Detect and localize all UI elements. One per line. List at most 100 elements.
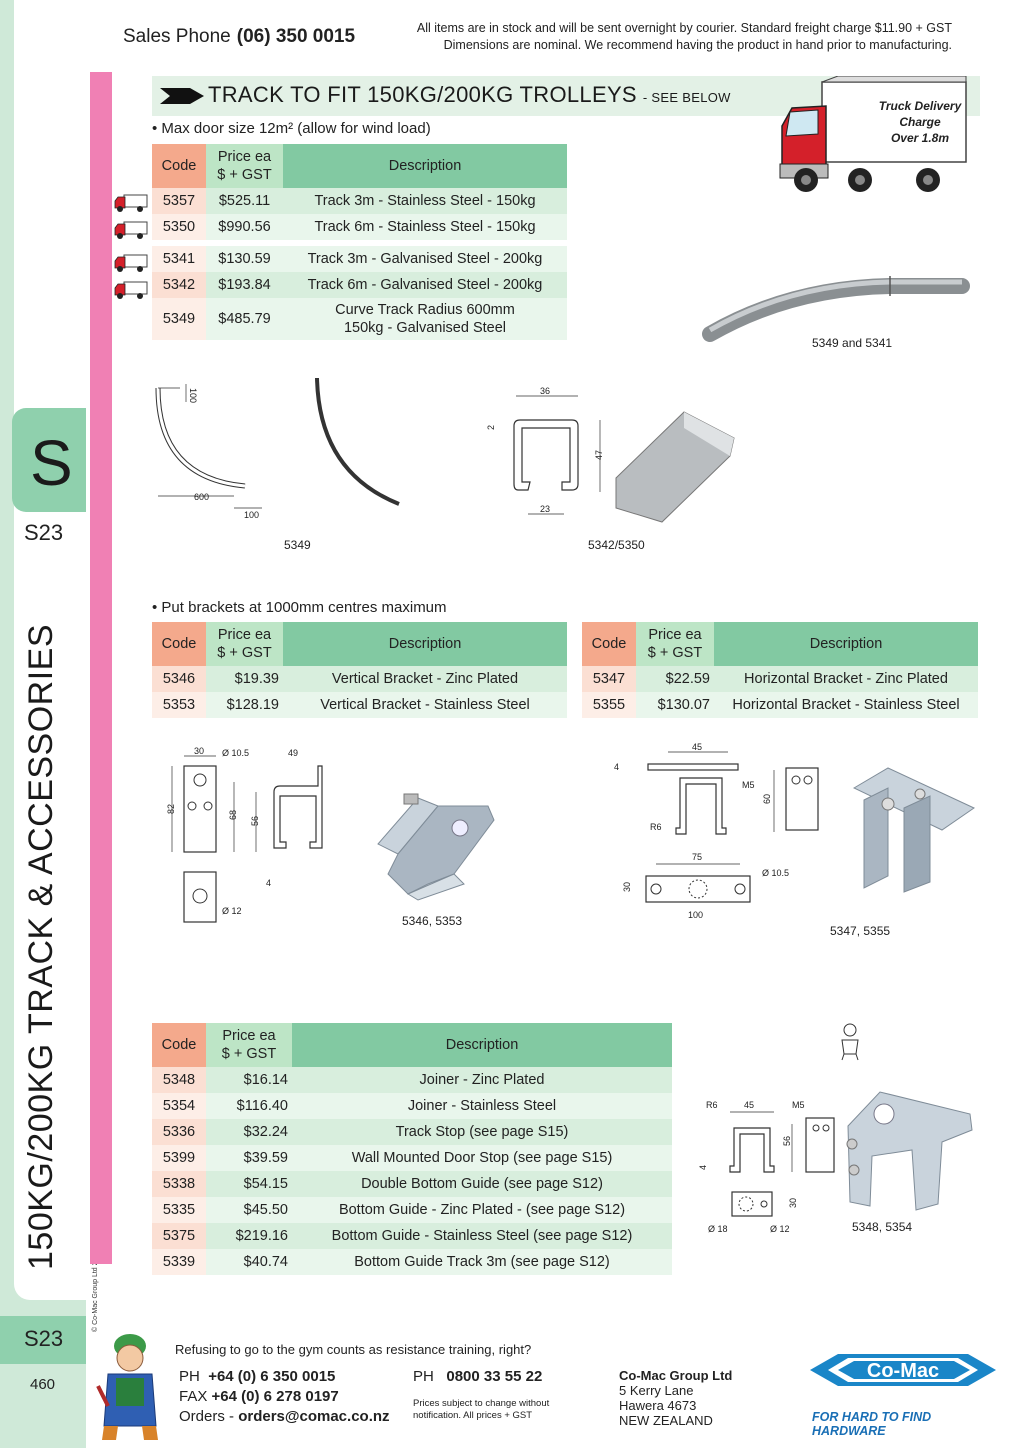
dim-joiner-thickness: 4 — [698, 1165, 708, 1170]
row-code: 5347 — [582, 666, 636, 692]
footer-phone-number[interactable]: +64 (0) 6 350 0015 — [208, 1368, 336, 1385]
row-price: $128.19 — [206, 692, 283, 718]
footer-address-line2: Hawera 4673 — [619, 1398, 697, 1413]
col-code: Code — [152, 1023, 206, 1067]
caption-joiner: 5348, 5354 — [852, 1220, 913, 1234]
row-description: Track 3m - Stainless Steel - 150kg — [283, 188, 567, 214]
footer-orders-email[interactable]: orders@comac.co.nz — [238, 1408, 390, 1425]
row-code: 5348 — [152, 1067, 206, 1093]
row-price: $45.50 — [206, 1197, 292, 1223]
row-description: Horizontal Bracket - Zinc Plated — [714, 666, 978, 692]
row-description-line2: 150kg - Galvanised Steel — [343, 320, 506, 336]
row-description: Bottom Guide Track 3m (see page S12) — [292, 1249, 672, 1275]
comac-logo[interactable]: Co-Mac FOR HARD TO FIND HARDWARE — [808, 1340, 998, 1438]
caption-profile: 5342/5350 — [588, 538, 645, 552]
col-price-line2: $ + GST — [221, 1046, 277, 1062]
comac-logo-icon — [810, 1354, 996, 1386]
footer-phone-label: PH — [179, 1368, 200, 1385]
dim-vb-width: 30 — [194, 746, 204, 756]
row-description: Bottom Guide - Stainless Steel (see page… — [292, 1223, 672, 1249]
row-code: 5399 — [152, 1145, 206, 1171]
truck-delivery-label: Truck Delivery Charge Over 1.8m — [872, 98, 968, 146]
truck-icon — [114, 221, 148, 239]
mascot-icon — [96, 1334, 158, 1440]
bottom-page-tab-label: S23 — [24, 1326, 64, 1351]
horizontal-bracket-photo — [852, 767, 976, 893]
footer-disclaimer: Prices subject to change without notific… — [413, 1398, 549, 1422]
row-price: $54.15 — [206, 1171, 292, 1197]
footer-address-line3: NEW ZEALAND — [619, 1413, 713, 1428]
row-code: 5349 — [152, 298, 206, 340]
side-rail-inner — [14, 0, 86, 1300]
dim-vb-h3: 56 — [250, 816, 260, 826]
footer-freephone-number[interactable]: 0800 33 55 22 — [446, 1368, 543, 1385]
row-code: 5341 — [152, 246, 206, 272]
comac-tagline: FOR HARD TO FIND HARDWARE — [812, 1410, 932, 1438]
footer-freephone: PH 0800 33 55 22 — [413, 1368, 542, 1385]
row-description: Track 3m - Galvanised Steel - 200kg — [283, 246, 567, 272]
row-price: $990.56 — [206, 214, 283, 240]
caption-curve-photo: 5349 and 5341 — [812, 336, 893, 350]
row-description: Track 6m - Galvanised Steel - 200kg — [283, 272, 567, 298]
row-description: Double Bottom Guide (see page S12) — [292, 1171, 672, 1197]
footer-orders: Orders - orders@comac.co.nz — [179, 1408, 390, 1425]
row-description: Bottom Guide - Zinc Plated - (see page S… — [292, 1197, 672, 1223]
dim-joiner-hole2: Ø 12 — [770, 1224, 790, 1234]
sales-phone-number[interactable]: (06) 350 0015 — [236, 26, 356, 47]
row-price: $525.11 — [206, 188, 283, 214]
vertical-bracket-photo — [377, 793, 495, 901]
dim-joiner-height: 56 — [782, 1136, 792, 1146]
max-door-note: • Max door size 12m² (allow for wind loa… — [152, 120, 431, 137]
section-tab[interactable]: S — [12, 408, 86, 512]
footer-fax-number[interactable]: +64 (0) 6 278 0197 — [211, 1388, 339, 1405]
col-price-line2: $ + GST — [647, 645, 703, 661]
dim-hb-width: 45 — [692, 742, 702, 752]
stock-notice-line1: All items are in stock and will be sent … — [416, 21, 952, 35]
col-price: Price ea$ + GST — [636, 622, 714, 666]
row-code: 5336 — [152, 1119, 206, 1145]
footer-address: Co-Mac Group Ltd 5 Kerry Lane Hawera 467… — [619, 1368, 732, 1428]
page-number: 460 — [30, 1376, 56, 1393]
footer-joke: Refusing to go to the gym counts as resi… — [175, 1342, 532, 1357]
row-price: $16.14 — [206, 1067, 292, 1093]
col-price: Price ea$ + GST — [206, 1023, 292, 1067]
truck-delivery-icon — [779, 76, 967, 192]
row-code: 5353 — [152, 692, 206, 718]
col-description: Description — [292, 1023, 672, 1067]
dim-vb-thickness: 4 — [266, 878, 271, 888]
section-tab-letter: S — [30, 427, 73, 499]
truck-line2: Charge — [899, 115, 941, 129]
banner-title-text: TRACK TO FIT 150KG/200KG TROLLEYS — [208, 82, 637, 107]
dim-profile-width: 36 — [540, 386, 550, 396]
col-price-line1: Price ea — [217, 627, 272, 643]
banner-subtitle: - SEE BELOW — [642, 90, 731, 105]
col-price-line1: Price ea — [217, 149, 272, 165]
footer-address-line1: 5 Kerry Lane — [619, 1383, 694, 1398]
footer-fax-label: FAX — [179, 1388, 208, 1405]
footer-phone: PH +64 (0) 6 350 0015 — [179, 1368, 335, 1385]
row-code: 5335 — [152, 1197, 206, 1223]
joiner-side-drawing — [805, 1117, 835, 1173]
table-header: Code Price ea$ + GST Description — [582, 622, 978, 666]
curve-track-photo — [702, 276, 970, 342]
col-price-line2: $ + GST — [217, 167, 272, 183]
row-description: Track 6m - Stainless Steel - 150kg — [283, 214, 567, 240]
row-code: 5338 — [152, 1171, 206, 1197]
